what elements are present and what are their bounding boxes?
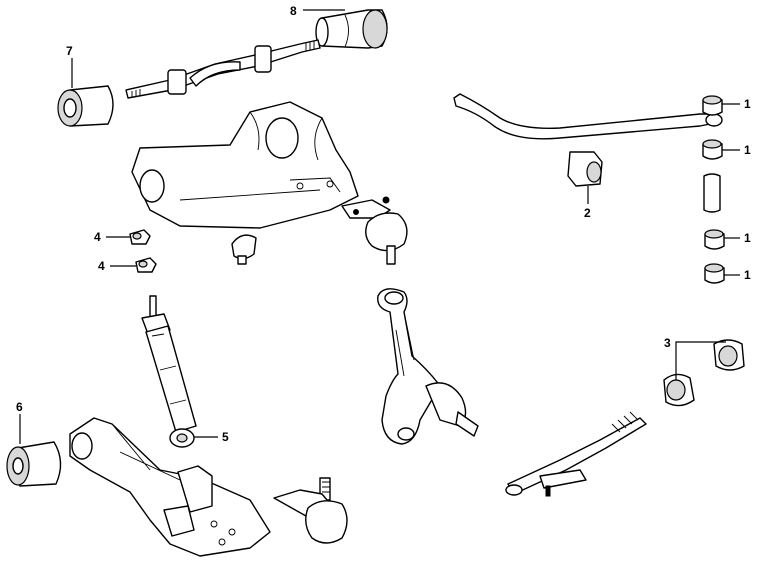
nut-part-4-lower [135, 257, 157, 273]
callout-6: 6 [16, 400, 23, 414]
bushing-part-6 [6, 441, 62, 487]
lower-ball-joint [273, 477, 348, 544]
upper-control-arm [131, 101, 359, 229]
link-spacer-tube [703, 173, 721, 213]
stabilizer-bar [453, 93, 723, 140]
steering-knuckle [377, 288, 479, 445]
callout-3: 3 [664, 336, 671, 350]
link-bushing-part-1-b [702, 139, 723, 160]
strut-bar [505, 411, 647, 497]
nut-part-4-upper [129, 229, 151, 245]
callout-1-b: 1 [744, 143, 751, 157]
strut-bar-bushing-part-3-b [663, 373, 695, 407]
callout-1-d: 1 [744, 268, 751, 282]
bump-stopper [231, 234, 257, 265]
callout-1-a: 1 [744, 97, 751, 111]
callout-1-c: 1 [744, 231, 751, 245]
callout-5: 5 [222, 430, 229, 444]
leader-lines [19, 9, 740, 444]
link-bushing-part-1-d [704, 263, 725, 284]
bushing-part-8 [315, 9, 388, 49]
callout-labels: 8 7 1 1 2 1 4 4 1 3 6 5 [16, 4, 751, 444]
callout-4-b: 4 [98, 259, 105, 273]
upper-ball-joint [341, 196, 408, 265]
callout-2: 2 [584, 206, 591, 220]
strut-bar-bushing-part-3-a [713, 339, 745, 371]
callout-7: 7 [66, 44, 73, 58]
link-bushing-part-1-a [702, 95, 723, 116]
shock-absorber-part-5 [141, 295, 197, 448]
upper-arm-shaft [125, 39, 321, 99]
link-bushing-part-1-c [704, 229, 725, 250]
lower-control-arm [69, 417, 271, 557]
bushing-part-7 [57, 85, 114, 127]
callout-8: 8 [290, 4, 297, 18]
callout-4-a: 4 [94, 230, 101, 244]
stabilizer-bushing-part-2 [567, 151, 603, 187]
